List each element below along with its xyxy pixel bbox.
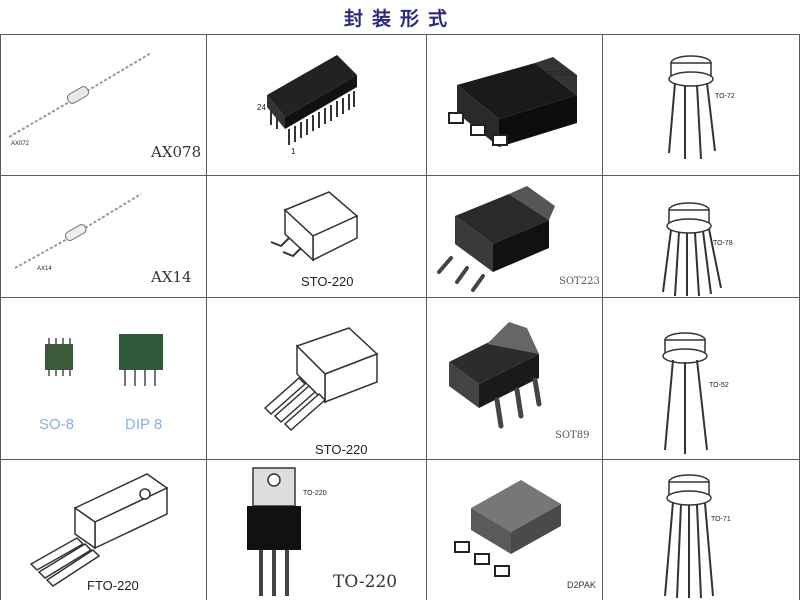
package-label: TO-78 [713, 240, 733, 247]
cell-sot89: SOT89 [427, 298, 602, 459]
package-label: TO-71 [711, 516, 731, 523]
to220-chip-icon [247, 467, 301, 596]
so8-dip8-chip-icon [45, 334, 163, 386]
cell-sto220b: STO-220 [207, 298, 426, 459]
cell-to78: TO-78 [603, 176, 799, 297]
grid-line [602, 34, 603, 600]
package-label: D2PAK [567, 580, 596, 590]
cell-sot223b: SOT223 [427, 176, 602, 297]
package-label: TO-52 [709, 382, 729, 389]
package-label: AX14 [151, 268, 192, 286]
dip24-chip-icon [267, 55, 357, 145]
package-small-label: TO-220 [303, 490, 327, 497]
grid-line [0, 297, 800, 298]
package-label: FTO-220 [87, 578, 139, 593]
package-label: SOT223 [559, 276, 600, 287]
cell-ax14: AX14 AX14 [1, 176, 206, 297]
sot223-chip-icon [448, 57, 577, 147]
to-can-transistor-icon [662, 202, 722, 297]
sot223-chip-icon [437, 186, 555, 292]
cell-to220: TO-220 TO-220 [207, 460, 426, 600]
package-label: SO-8 [39, 416, 75, 433]
package-grid: AX072 AX078 24 1 [0, 34, 800, 600]
to-can-transistor-icon [662, 332, 708, 454]
cell-fto220: FTO-220 [1, 460, 206, 600]
package-label: DIP 8 [125, 416, 163, 433]
fto220-outline-icon [29, 473, 169, 587]
to-can-transistor-icon [668, 55, 716, 160]
cell-to72: TO-72 [603, 35, 799, 175]
package-label: TO-220 [333, 572, 398, 592]
cell-to52: TO-52 [603, 298, 799, 459]
grid-line [0, 175, 800, 176]
package-label: STO-220 [301, 274, 354, 289]
grid-line [426, 34, 427, 600]
axial-diode-icon [8, 52, 152, 138]
package-label: SOT-223 [545, 71, 574, 78]
package-label: SOT89 [555, 430, 590, 441]
package-small-label: AX072 [11, 141, 30, 147]
sto220-outline-icon [263, 327, 379, 432]
cell-sto220a: STO-220 [207, 176, 426, 297]
sot89-chip-icon [449, 322, 542, 429]
cell-so8-dip8: SO-8 DIP 8 [1, 298, 206, 459]
cell-dip24: 24 1 [207, 35, 426, 175]
pin-label: 24 [257, 103, 266, 112]
cell-ax078: AX072 AX078 [1, 35, 206, 175]
pin-label: 1 [291, 147, 296, 156]
cell-to71: TO-71 [603, 460, 799, 600]
sto220-outline-icon [270, 191, 359, 262]
grid-line [0, 34, 800, 35]
grid-line [0, 459, 800, 460]
d2pak-chip-icon [454, 480, 561, 577]
package-small-label: AX14 [37, 266, 52, 272]
grid-line [0, 34, 1, 600]
cell-sot223a: SOT-223 [427, 35, 602, 175]
axial-diode-icon [14, 193, 142, 269]
package-label: TO-72 [715, 93, 735, 100]
package-label: AX078 [151, 143, 202, 161]
to-can-transistor-icon [664, 474, 714, 599]
page-title: 封装形式 [343, 8, 456, 30]
cell-dpak: D2PAK [427, 460, 602, 600]
package-label: STO-220 [315, 442, 368, 457]
grid-line [206, 34, 207, 600]
